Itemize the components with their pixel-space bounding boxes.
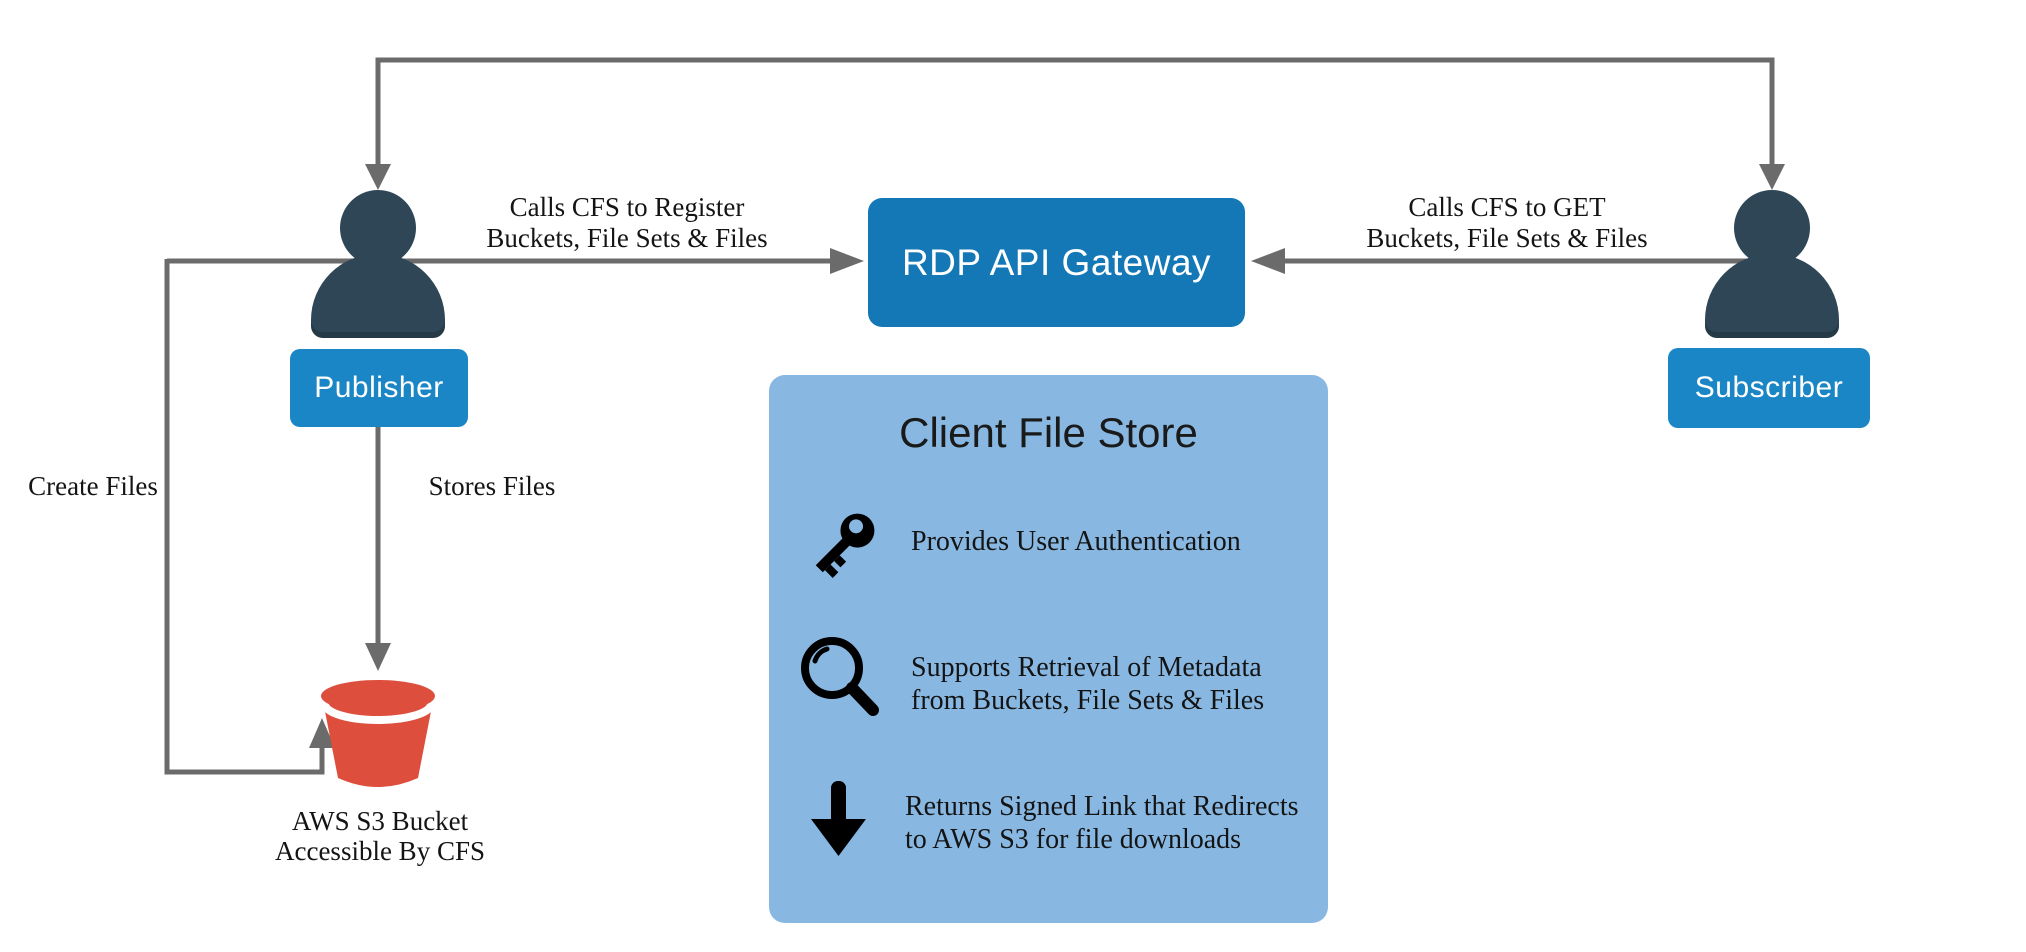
feature-signed-link-text: Returns Signed Link that Redirects to AW… [905, 790, 1299, 856]
feature-signed-link-line1: Returns Signed Link that Redirects [905, 791, 1299, 822]
subscriber-person-icon [1734, 190, 1810, 266]
feature-auth-line1: Provides User Authentication [911, 526, 1241, 557]
arrowhead-down-subscriber [1759, 164, 1785, 190]
rdp-api-gateway-text: RDP API Gateway [901, 241, 1212, 283]
stores-files-label: Stores Files [428, 471, 556, 501]
arrowhead-right-gateway [830, 248, 864, 274]
create-files-label: Create Files [28, 471, 158, 501]
panel-title: Client File Store [899, 409, 1198, 456]
subscriber-edge-label-line1: Calls CFS to GET [1408, 192, 1606, 222]
key-icon [815, 513, 875, 578]
subscriber-edge-label: Calls CFS to GET Buckets, File Sets & Fi… [1347, 192, 1667, 254]
publisher-label-text: Publisher [314, 371, 444, 404]
s3-bucket-caption-line1: AWS S3 Bucket [291, 806, 469, 836]
magnifier-icon [801, 637, 879, 716]
rdp-api-gateway-box: RDP API Gateway [868, 198, 1245, 327]
create-files-connector [164, 259, 325, 775]
arrowhead-left-gateway [1251, 248, 1285, 274]
s3-bucket-caption: AWS S3 Bucket Accessible By CFS [250, 806, 510, 866]
arrowhead-down-bucket [365, 643, 391, 671]
feature-metadata-line1: Supports Retrieval of Metadata [911, 652, 1262, 683]
feature-signed-link-line2: to AWS S3 for file downloads [905, 824, 1242, 855]
subscriber-edge-label-line2: Buckets, File Sets & Files [1366, 223, 1648, 253]
client-file-store-panel: Client File Store Provides User Authenti… [769, 375, 1328, 923]
s3-bucket-caption-line2: Accessible By CFS [274, 836, 485, 866]
publisher-edge-label: Calls CFS to Register Buckets, File Sets… [467, 192, 787, 254]
publisher-person-icon [340, 190, 416, 266]
arrowhead-down-publisher [365, 164, 391, 190]
arrowhead-up-bucket [309, 718, 335, 748]
feature-auth-text: Provides User Authentication [911, 525, 1241, 558]
subscriber-label-text: Subscriber [1694, 371, 1844, 404]
publisher-edge-label-line2: Buckets, File Sets & Files [486, 223, 768, 253]
publisher-label: Publisher [290, 349, 468, 427]
feature-metadata-line2: from Buckets, File Sets & Files [911, 685, 1265, 716]
download-arrow-icon [811, 781, 866, 856]
s3-bucket-icon [321, 680, 435, 787]
top-loop-connector [375, 57, 1775, 170]
subscriber-label: Subscriber [1668, 348, 1870, 428]
feature-metadata-text: Supports Retrieval of Metadata from Buck… [911, 651, 1264, 717]
publisher-edge-label-line1: Calls CFS to Register [509, 192, 745, 222]
